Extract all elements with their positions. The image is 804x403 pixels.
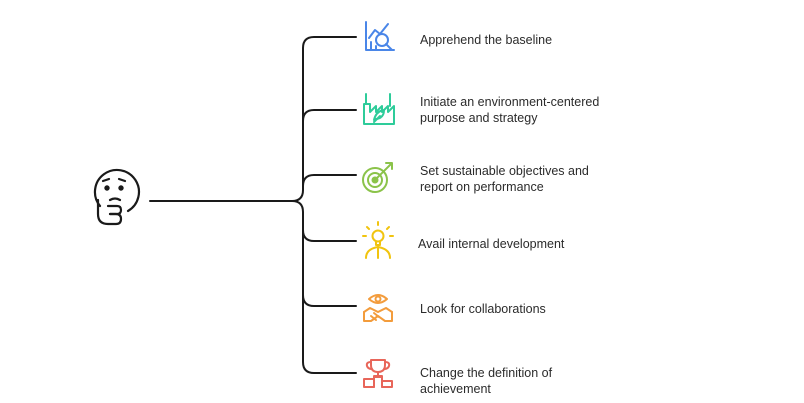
connector-lines [149, 36, 357, 374]
branch-5 [302, 294, 357, 307]
brace-lower [291, 200, 357, 374]
item-label-collaborations: Look for collaborations [420, 302, 546, 316]
thinking-face-icon [93, 168, 141, 226]
target-arrow-icon [362, 162, 393, 193]
branch-2 [302, 109, 357, 122]
trophy-podium-icon [363, 359, 393, 388]
item-label-internal-development: Avail internal development [418, 237, 565, 251]
branch-4 [302, 229, 357, 242]
item-label-baseline: Apprehend the baseline [420, 33, 553, 47]
brace-upper [291, 36, 357, 202]
branch-3 [302, 174, 357, 187]
chart-magnifier-icon [365, 21, 395, 51]
item-label-achievement: Change the definition of achievement [420, 366, 553, 396]
handshake-eye-icon [363, 294, 393, 322]
item-label-objectives: Set sustainable objectives and report on… [420, 164, 589, 194]
item-label-purpose-strategy: Initiate an environment-centered purpose… [420, 95, 600, 125]
idea-person-icon [362, 221, 394, 259]
eco-factory-icon [363, 93, 395, 125]
